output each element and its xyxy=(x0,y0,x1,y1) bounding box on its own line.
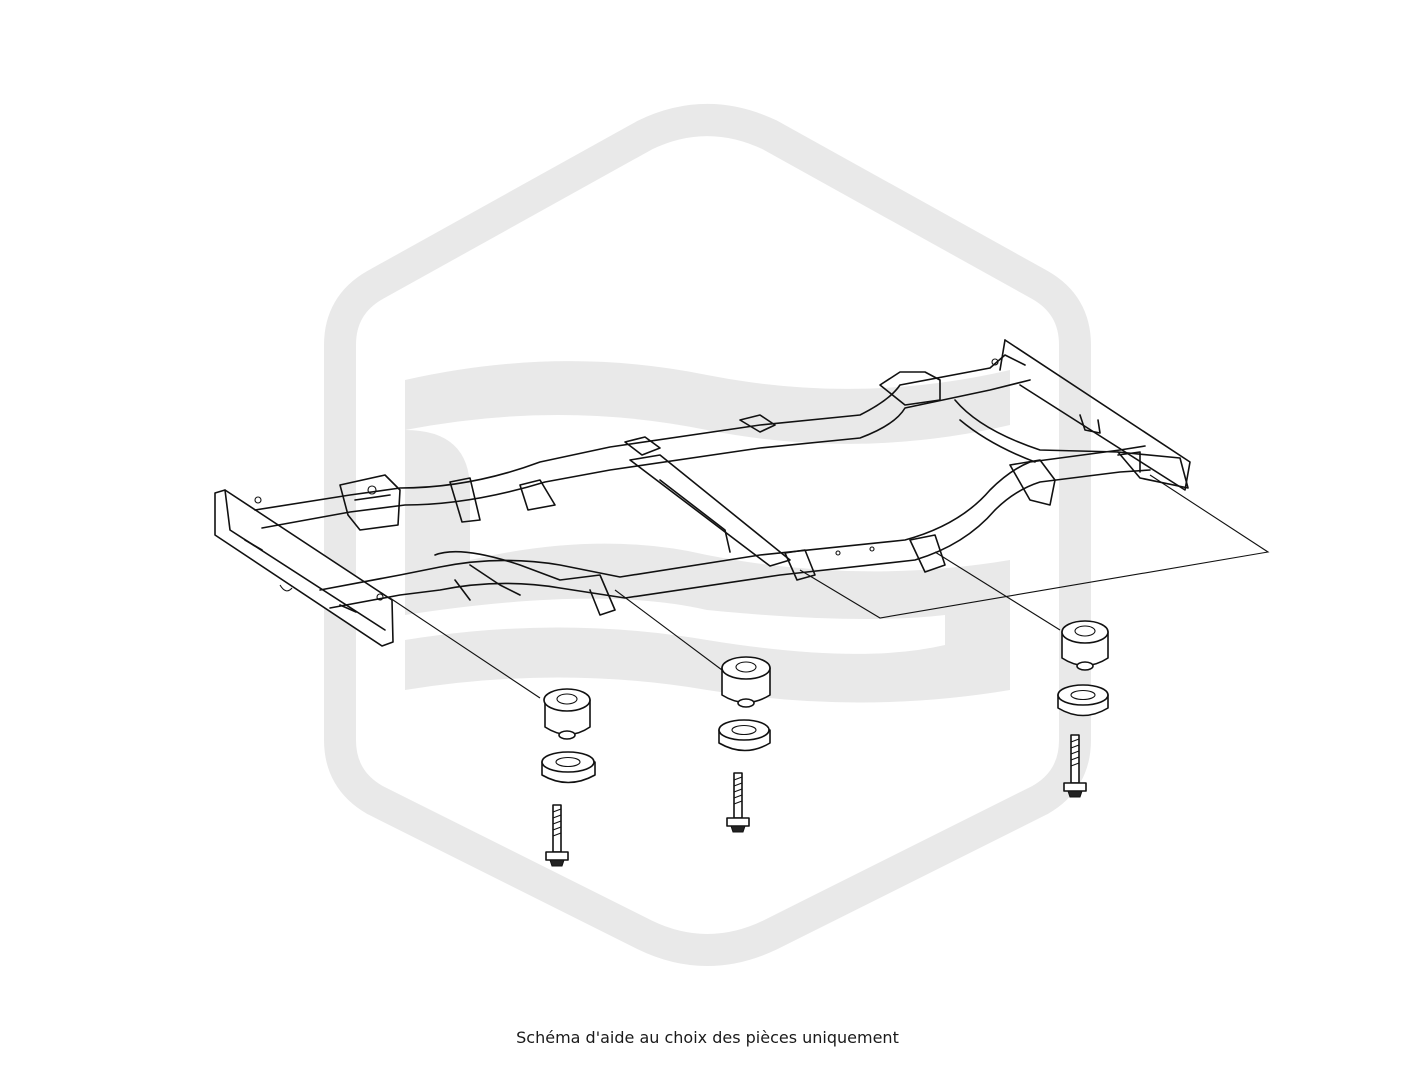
watermark-logo xyxy=(324,104,1091,966)
leader-line xyxy=(614,589,723,671)
rear-crossmember xyxy=(1117,451,1189,489)
far-side-rail xyxy=(254,354,1026,511)
upper-bushing xyxy=(1061,620,1109,671)
mount-stack-1 xyxy=(541,688,596,867)
bolt xyxy=(545,804,569,867)
lower-bushing xyxy=(541,751,596,784)
front-crossmember xyxy=(214,489,394,647)
middle-crossmember xyxy=(629,454,791,567)
mount-stack-2 xyxy=(718,656,771,833)
bolt xyxy=(1063,734,1087,798)
near-side-rail xyxy=(319,445,1146,591)
chassis-frame xyxy=(214,339,1270,699)
lower-bushing xyxy=(718,719,771,752)
bolt xyxy=(726,772,750,833)
upper-bushing xyxy=(721,656,771,708)
disclaimer-caption: Schéma d'aide au choix des pièces unique… xyxy=(516,1028,899,1047)
mount-stack-3 xyxy=(1057,620,1109,798)
leader-line xyxy=(934,551,1061,631)
upper-bushing xyxy=(543,688,591,740)
lower-bushing xyxy=(1057,684,1109,717)
leader-line xyxy=(389,597,541,699)
